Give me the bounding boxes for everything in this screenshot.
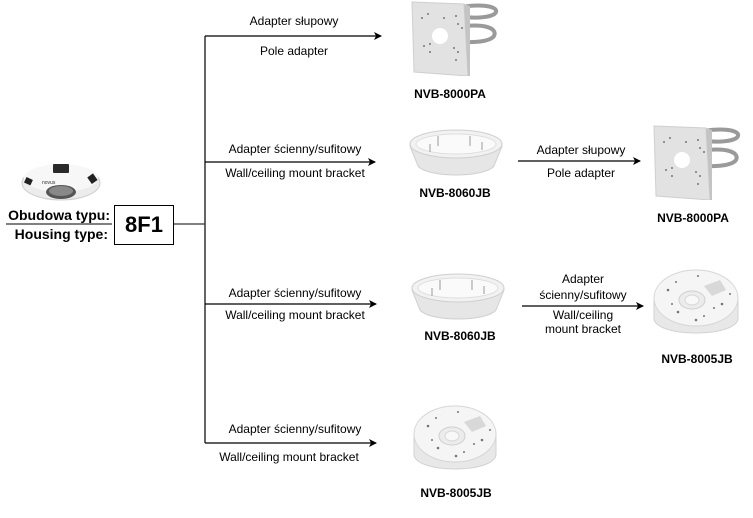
branch-4-product-code: NVB-8005JB: [420, 486, 492, 500]
mount-ring-icon: [411, 273, 505, 320]
branch-3-label-en: Wall/ceiling mount bracket: [225, 308, 365, 322]
branch-3-product-code: NVB-8060JB: [424, 329, 496, 343]
branch-2-label-pl: Adapter ścienny/sufitowy: [228, 142, 362, 156]
branch-3-next-label-en-1: Wall/ceiling: [552, 308, 614, 322]
branch-3-next-label-pl-2: ścienny/sufitowy: [539, 288, 627, 302]
fisheye-camera-icon: novus: [21, 164, 101, 201]
branch-2-next-product-code: NVB-8000PA: [657, 211, 729, 225]
branch-1-label-pl: Adapter słupowy: [249, 14, 339, 28]
housing-label-pl: Obudowa typu:: [8, 207, 110, 223]
pole-adapter-icon: [653, 125, 740, 200]
branch-4-label-en: Wall/ceiling mount bracket: [219, 450, 359, 464]
housing-type-box: 8F1: [114, 205, 174, 245]
branch-2-product-code: NVB-8060JB: [419, 186, 491, 200]
branch-1-label-en: Pole adapter: [259, 44, 329, 58]
branch-3-next-label-en-2: mount bracket: [544, 322, 622, 336]
branch-2-next-label-pl: Adapter słupowy: [536, 143, 626, 157]
junction-box-icon: [653, 269, 739, 334]
branch-2-label-en: Wall/ceiling mount bracket: [225, 166, 365, 180]
branch-3-next-label-pl-1: Adapter: [561, 272, 605, 286]
branch-1-product-code: NVB-8000PA: [414, 87, 486, 101]
branch-3-label-pl: Adapter ścienny/sufitowy: [228, 286, 362, 300]
branch-3-next-product-code: NVB-8005JB: [661, 352, 733, 366]
housing-label-en: Housing type:: [14, 226, 108, 242]
svg-text:novus: novus: [42, 180, 56, 186]
branch-2-next-label-en: Pole adapter: [546, 166, 616, 180]
mount-ring-icon: [409, 129, 503, 176]
pole-adapter-icon: [411, 1, 498, 76]
junction-box-icon: [413, 405, 497, 470]
branch-4-label-pl: Adapter ścienny/sufitowy: [228, 422, 362, 436]
